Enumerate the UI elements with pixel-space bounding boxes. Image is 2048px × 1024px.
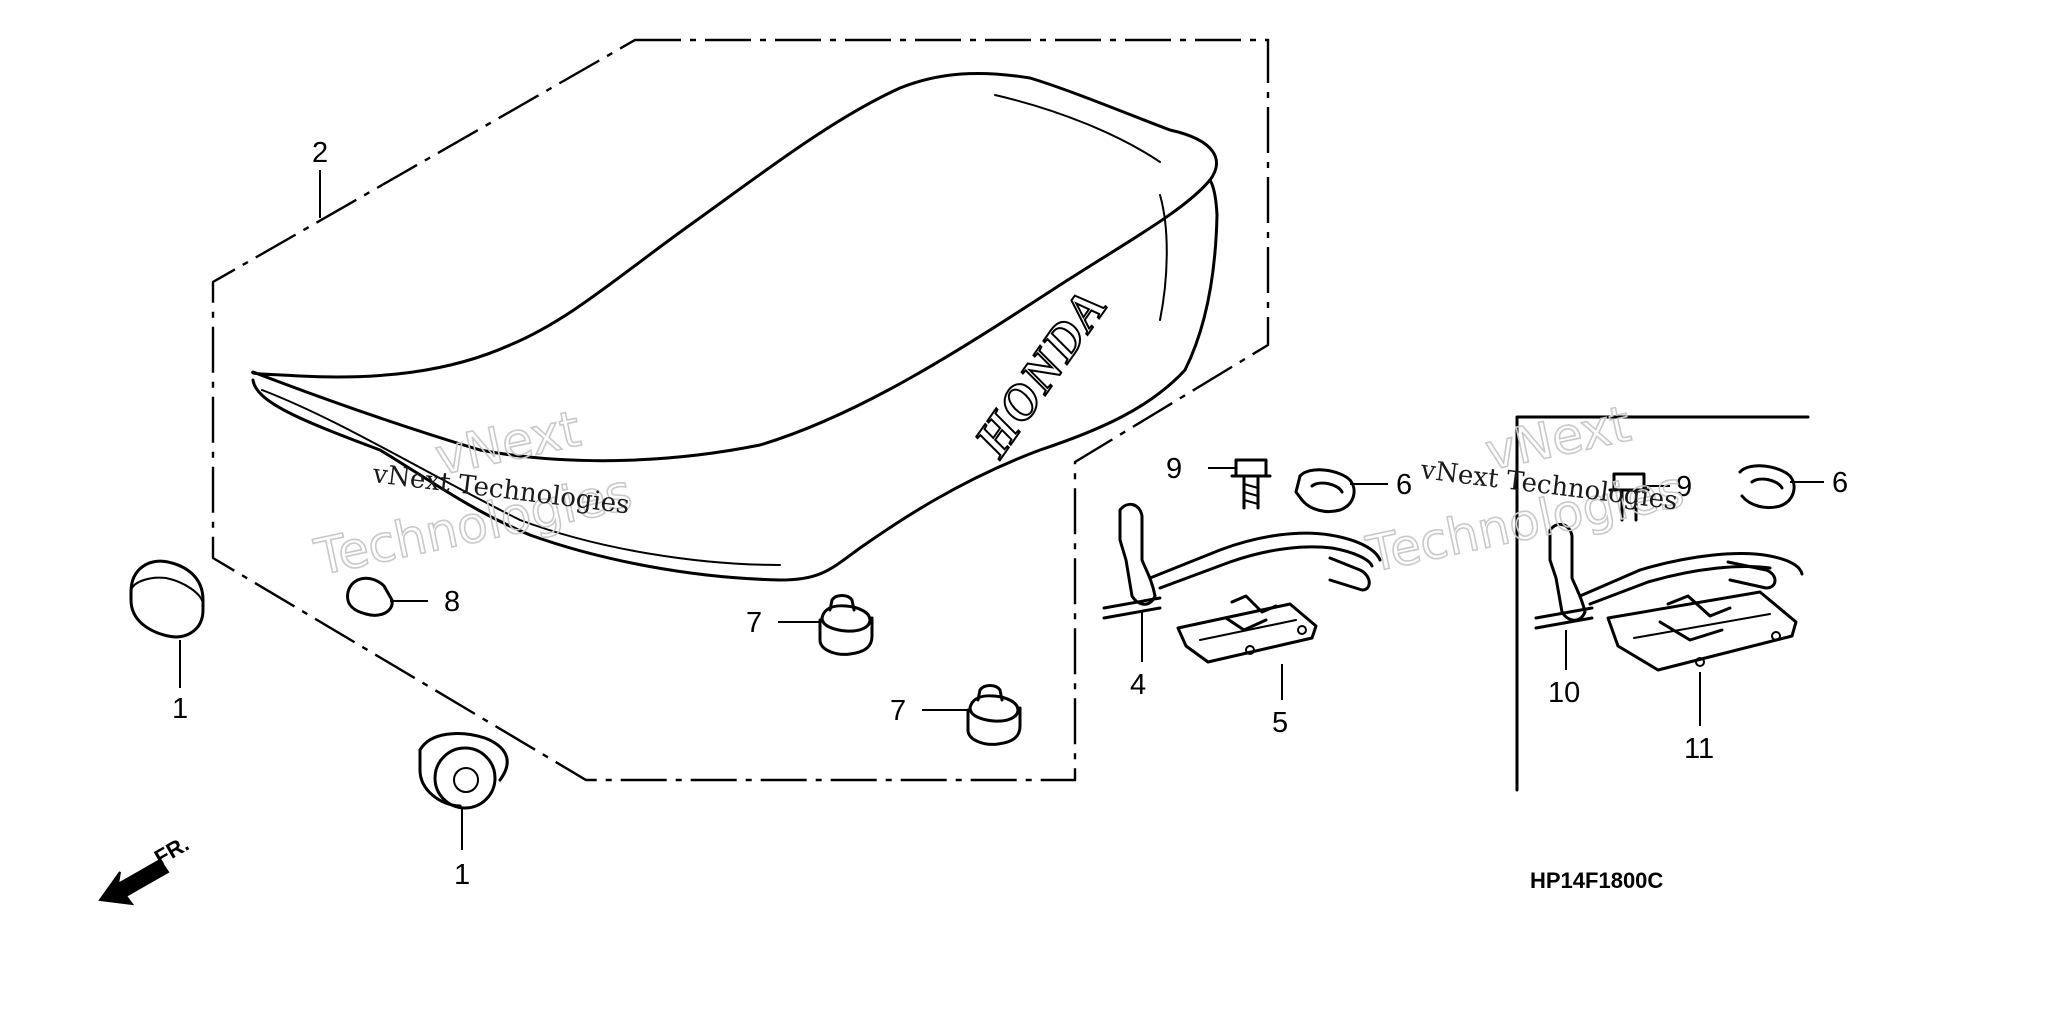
callout-4: 4	[1130, 669, 1146, 701]
callout-1-lower: 1	[454, 859, 470, 891]
assembly-outline-right	[1515, 415, 1810, 792]
lock-plate-5	[1176, 594, 1318, 664]
callout-9-right: 9	[1676, 471, 1692, 503]
seat: HONDA	[251, 71, 1219, 582]
bumper-7-lower	[966, 684, 1022, 746]
lock-plate-11	[1606, 590, 1798, 672]
callout-6-left: 6	[1396, 469, 1412, 501]
cushion-1-lower	[418, 732, 509, 810]
callout-6-right: 6	[1832, 467, 1848, 499]
callout-9-left: 9	[1166, 453, 1182, 485]
front-arrow: FR.	[98, 831, 193, 906]
callout-1-upper: 1	[172, 693, 188, 725]
watermark-left: vNext Technologies vNext Technologies	[309, 399, 638, 588]
cushion-1-upper	[129, 559, 205, 639]
assembly-outline-left	[211, 38, 1270, 782]
bolt-9-right	[1608, 472, 1650, 522]
callout-10: 10	[1548, 677, 1580, 709]
callout-11: 11	[1684, 733, 1714, 765]
plug-8	[346, 576, 394, 617]
bumper-7-upper	[818, 594, 874, 656]
callout-7-upper: 7	[746, 607, 762, 639]
callout-2: 2	[312, 137, 328, 169]
clip-nut-6-left	[1294, 468, 1356, 514]
diagram-code: HP14F1800C	[1530, 868, 1663, 893]
seat-lock-10	[1534, 522, 1804, 630]
callout-5: 5	[1272, 707, 1288, 739]
callout-7-lower: 7	[890, 695, 906, 727]
clip-nut-6-right	[1738, 464, 1796, 510]
bolt-9-left	[1230, 458, 1272, 510]
seat-brand-logo: HONDA	[963, 278, 1119, 467]
callout-8: 8	[444, 586, 460, 618]
seat-lock-4	[1102, 502, 1382, 620]
leader-lines	[179, 170, 1824, 850]
